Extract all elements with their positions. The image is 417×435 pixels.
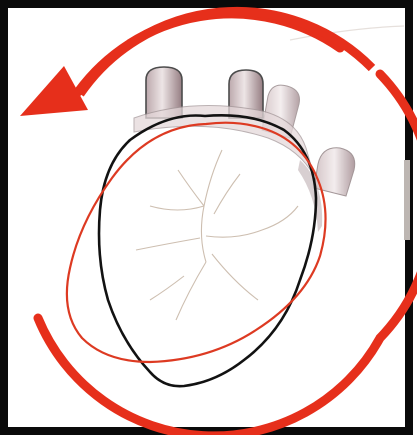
- right-edge-shadow: [404, 160, 410, 240]
